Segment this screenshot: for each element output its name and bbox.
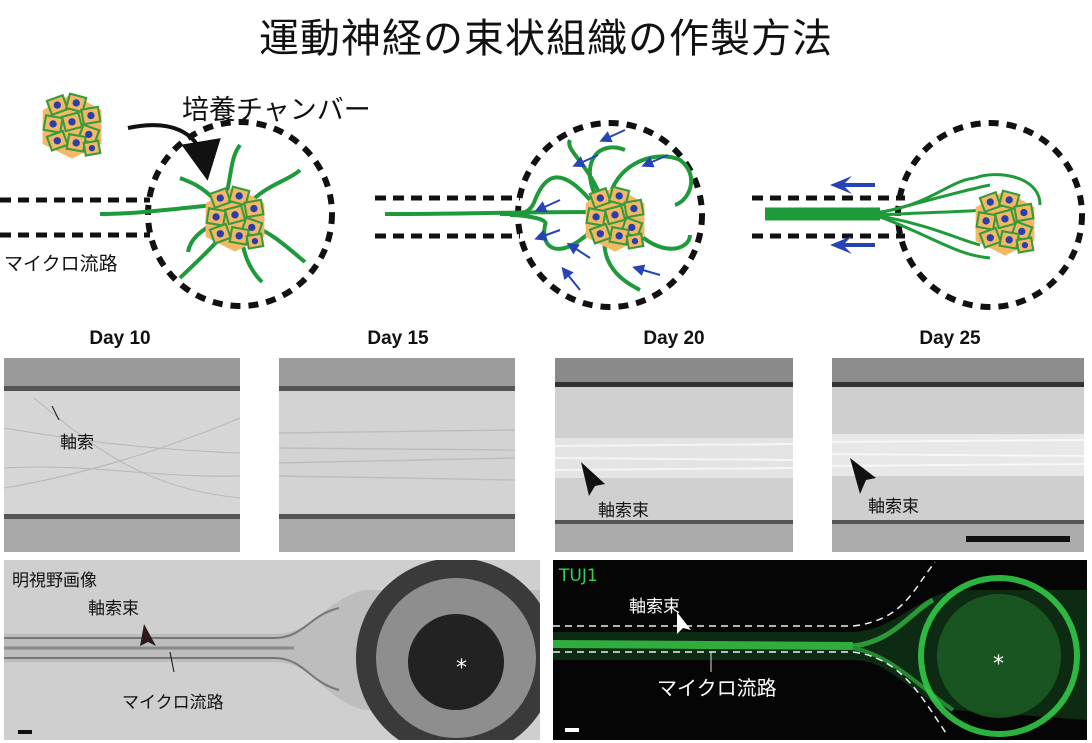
micrograph-day10: 軸索 xyxy=(4,358,240,552)
brightfield-mode-label: 明視野画像 xyxy=(12,571,97,591)
micrograph-day20: 軸索束 xyxy=(555,358,793,552)
micrograph-day15 xyxy=(279,358,515,552)
day-label-10: Day 10 xyxy=(89,328,151,349)
brightfield-panel: 明視野画像 軸索束 マイクロ流路 * xyxy=(4,560,540,740)
fluorescence-panel: TUJ1 軸索束 マイクロ流路 * xyxy=(553,560,1087,740)
schematic-diagram xyxy=(0,92,1085,310)
axon-bundle-label-day25: 軸索束 xyxy=(868,497,919,517)
day-label-15: Day 15 xyxy=(367,328,429,349)
brightfield-channel-label: マイクロ流路 xyxy=(122,693,224,713)
fluorescence-channel-label: マイクロ流路 xyxy=(657,676,777,700)
page-title: 運動神経の束状組織の作製方法 xyxy=(259,16,833,62)
brightfield-bundle-label: 軸索束 xyxy=(88,599,139,619)
stage-1-schematic xyxy=(0,92,335,309)
stage-2-schematic xyxy=(375,120,705,310)
fluorescence-asterisk: * xyxy=(993,652,1004,677)
brightfield-asterisk: * xyxy=(456,656,467,681)
microchannel-label: マイクロ流路 xyxy=(4,253,118,275)
axon-label: 軸索 xyxy=(60,433,94,453)
day-label-25: Day 25 xyxy=(919,328,981,349)
fluorescence-bundle-label: 軸索束 xyxy=(629,597,680,617)
axon-bundle-label-day20: 軸索束 xyxy=(598,501,649,521)
day-label-20: Day 20 xyxy=(643,328,705,349)
micrograph-day25: 軸索束 xyxy=(832,358,1084,552)
stage-3-schematic xyxy=(752,120,1085,310)
chamber-label: 培養チャンバー xyxy=(182,95,371,126)
tuj1-label: TUJ1 xyxy=(559,566,598,586)
